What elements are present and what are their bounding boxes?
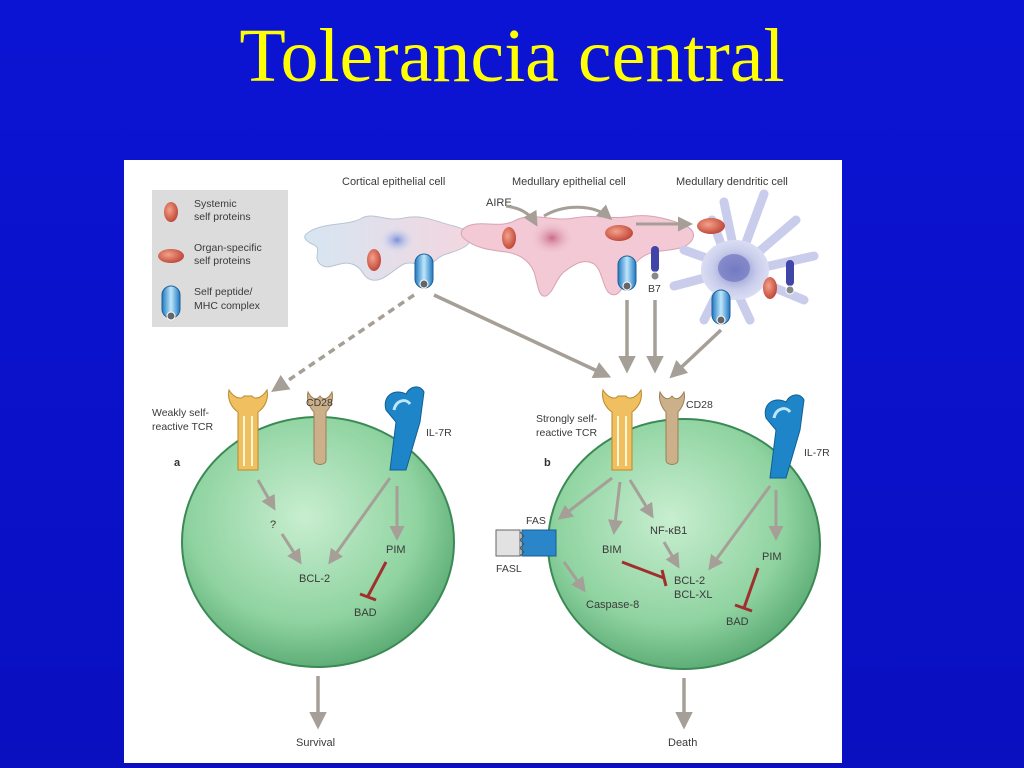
b7-molecule (650, 246, 660, 281)
fas-caspase-arrow (562, 561, 586, 593)
panel-b-tcr-label-line2: reactive TCR (536, 427, 597, 439)
panel-a-letter: a (174, 457, 181, 469)
systemic-protein-icon (763, 277, 777, 299)
panel-b-pim: PIM (762, 551, 782, 563)
medullary-epithelial-cell: B7 (460, 215, 695, 297)
tcr-arrow (256, 479, 276, 511)
medullary-dendritic-cell-label: Medullary dendritic cell (676, 176, 788, 188)
strong-signal-arrow (669, 328, 723, 379)
panel-b-tcr-label-line1: Strongly self- (536, 413, 598, 425)
pim-inhibits-bad (366, 561, 388, 597)
cd28-receptor (659, 390, 685, 465)
weak-signal-arrow (271, 293, 415, 392)
aire-arrow (505, 204, 538, 227)
legend-mhc-line1: Self peptide/ (194, 286, 252, 298)
panel-b-cd28-label: CD28 (686, 399, 713, 411)
panel-b-il7r-label: IL-7R (804, 447, 830, 459)
medullary-dendritic-cell (669, 189, 819, 325)
question-arrow (280, 533, 302, 565)
pim-inhibits-bad (742, 567, 760, 609)
fas-receptor (521, 529, 557, 557)
panel-b-caspase: Caspase-8 (586, 599, 639, 611)
nfkb-bcl2-arrow (662, 541, 680, 569)
panel-a: a Weakly self- reactive TCR CD28 IL-7R ?… (152, 386, 455, 749)
organ-specific-protein-icon (605, 225, 633, 241)
diagram-figure: Systemic self proteins Organ-specific se… (124, 160, 842, 763)
panel-b-bcl2: BCL-2 (674, 575, 705, 587)
inhibition-bar (359, 592, 377, 602)
legend: Systemic self proteins Organ-specific se… (152, 190, 288, 327)
cd28-receptor (307, 390, 333, 465)
systemic-protein-icon (164, 202, 178, 222)
aire-label: AIRE (486, 197, 512, 209)
mhc-complex-icon (414, 253, 434, 289)
legend-systemic-line1: Systemic (194, 198, 237, 210)
legend-systemic-line2: self proteins (194, 211, 251, 223)
il7r-bcl2-arrow (708, 485, 772, 571)
medullary-epithelial-cell-label: Medullary epithelial cell (512, 176, 626, 188)
panel-a-pim: PIM (386, 544, 406, 556)
il7r-receptor (764, 394, 805, 479)
tcr-fas-arrow (557, 476, 613, 520)
b7-molecule (785, 260, 795, 295)
panel-b-bclxl: BCL-XL (674, 589, 713, 601)
panel-b-fasl: FASL (496, 563, 522, 575)
tcr-receptor (228, 388, 268, 471)
cortical-epithelial-cell (304, 215, 472, 289)
panel-b-bim: BIM (602, 544, 622, 556)
tcr-bim-arrow (607, 481, 623, 535)
b7-label: B7 (648, 283, 661, 295)
strong-signal-arrow (433, 293, 612, 379)
organ-specific-protein-icon (158, 249, 184, 263)
systemic-protein-icon (367, 249, 381, 271)
fasl-ligand (495, 529, 521, 557)
slide-title: Tolerancia central (239, 14, 785, 98)
panel-b-bad: BAD (726, 616, 749, 628)
il7r-bcl2-arrow (328, 477, 392, 565)
fas-fasl-complex (495, 529, 557, 557)
panel-b: b Strongly self- reactive TCR CD28 IL-7R… (495, 388, 830, 749)
organ-specific-protein-icon (697, 218, 725, 234)
tcr-nfkb-arrow (628, 479, 654, 519)
inhibition-bar (734, 603, 753, 613)
cortical-cell-label: Cortical epithelial cell (342, 176, 445, 188)
mhc-complex-icon (617, 255, 637, 291)
il7r-receptor (384, 386, 425, 471)
panel-a-outcome: Survival (296, 737, 335, 749)
panel-a-tcr-label-line2: reactive TCR (152, 421, 213, 433)
transfer-arrow (543, 204, 613, 220)
bim-inhibits-bcl2 (621, 560, 665, 580)
systemic-protein-icon (502, 227, 516, 249)
tcr-receptor (602, 388, 642, 471)
panel-a-cd28-label: CD28 (306, 397, 333, 409)
legend-organ-line1: Organ-specific (194, 242, 262, 254)
panel-a-il7r-label: IL-7R (426, 427, 452, 439)
legend-organ-line2: self proteins (194, 255, 251, 267)
diagram-svg: Systemic self proteins Organ-specific se… (152, 176, 830, 749)
inhibition-bar (660, 569, 668, 587)
panel-a-bad: BAD (354, 607, 377, 619)
legend-mhc-line2: MHC complex (194, 300, 261, 312)
mhc-complex-icon (161, 285, 181, 321)
panel-b-fas: FAS (526, 515, 546, 527)
panel-a-bcl2: BCL-2 (299, 573, 330, 585)
mhc-complex-icon (711, 289, 731, 325)
panel-a-tcr-label-line1: Weakly self- (152, 407, 209, 419)
panel-b-outcome: Death (668, 737, 697, 749)
panel-a-question: ? (270, 519, 276, 531)
panel-b-letter: b (544, 457, 551, 469)
panel-b-nfkb: NF-κB1 (650, 525, 687, 537)
